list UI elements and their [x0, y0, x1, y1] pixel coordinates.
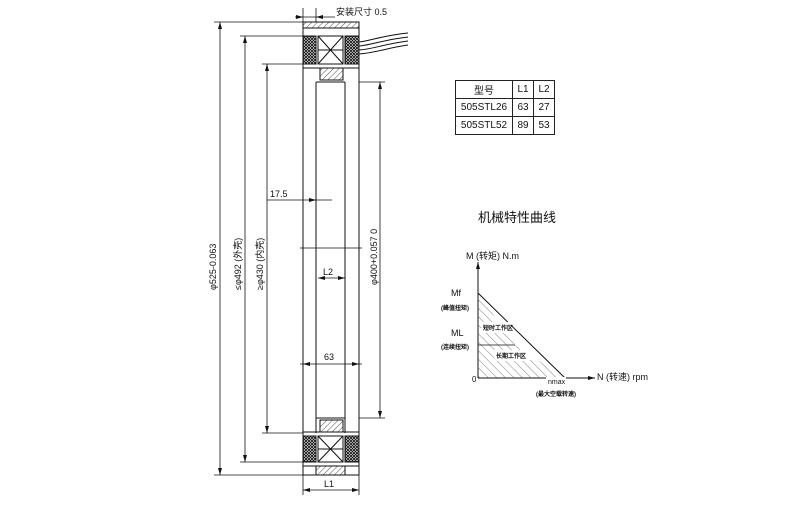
mf-label: Mf [451, 288, 461, 298]
curve-plot [476, 262, 595, 386]
arrowheads [218, 15, 382, 492]
dim-l2: L2 [323, 267, 333, 277]
table-header-cell: 型号 [455, 80, 513, 99]
dim-l1: L1 [324, 479, 334, 489]
short-term-zone-label: 短时工作区 [483, 324, 513, 332]
x-axis-arrow [588, 376, 595, 380]
dim-430: ≥φ430 (内壳) [254, 238, 265, 290]
y-axis-label: M (转矩) N.m [466, 250, 519, 261]
dim-492: ≤φ492 (外壳) [232, 238, 243, 290]
short-term-zone [478, 293, 515, 345]
model-spec-table: 型号 L1 L2 505STL26 63 27 505STL52 89 53 [455, 80, 555, 135]
table-cell: 89 [512, 116, 534, 135]
y-axis-arrow [476, 262, 480, 269]
table-row: 505STL26 63 27 [455, 98, 555, 117]
long-term-zone [478, 345, 565, 378]
curve-title: 机械特性曲线 [478, 210, 556, 225]
table-cell: 505STL52 [455, 116, 513, 135]
nmax-label: nmax [548, 379, 566, 386]
dim-17-5: 17.5 [270, 189, 288, 199]
x-axis-label: N (转速) rpm [597, 371, 648, 382]
dim-63: 63 [324, 352, 334, 362]
dim-top-label: 安装尺寸 0.5 [336, 6, 387, 17]
table-cell: 27 [533, 98, 555, 117]
table-header-cell: L2 [533, 80, 555, 99]
table-cell: 53 [533, 116, 555, 135]
bottom-coil-block [302, 419, 360, 476]
nmax-sub-label: (最大空载转速) [536, 390, 576, 398]
dim-400: φ400+0.057 0 [369, 229, 379, 285]
table-cell: 63 [512, 98, 534, 117]
ring-section-drawing [302, 21, 360, 476]
ml-sub-label: (连续扭矩) [441, 343, 469, 351]
dimension-lines [214, 8, 385, 495]
table-header-row: 型号 L1 L2 [455, 80, 555, 99]
origin-label: 0 [472, 375, 477, 384]
ml-label: ML [451, 328, 464, 338]
characteristic-line [477, 292, 566, 379]
lead-wires [358, 32, 409, 55]
long-term-zone-label: 长期工作区 [496, 352, 526, 360]
ring-outline [302, 21, 360, 476]
mf-sub-label: (峰值扭矩) [441, 304, 469, 312]
table-cell: 505STL26 [455, 98, 513, 117]
dim-outer-diameter: φ525-0.063 [208, 244, 218, 290]
top-coil-block [302, 21, 360, 81]
table-header-cell: L1 [512, 80, 534, 99]
table-row: 505STL52 89 53 [455, 116, 555, 135]
